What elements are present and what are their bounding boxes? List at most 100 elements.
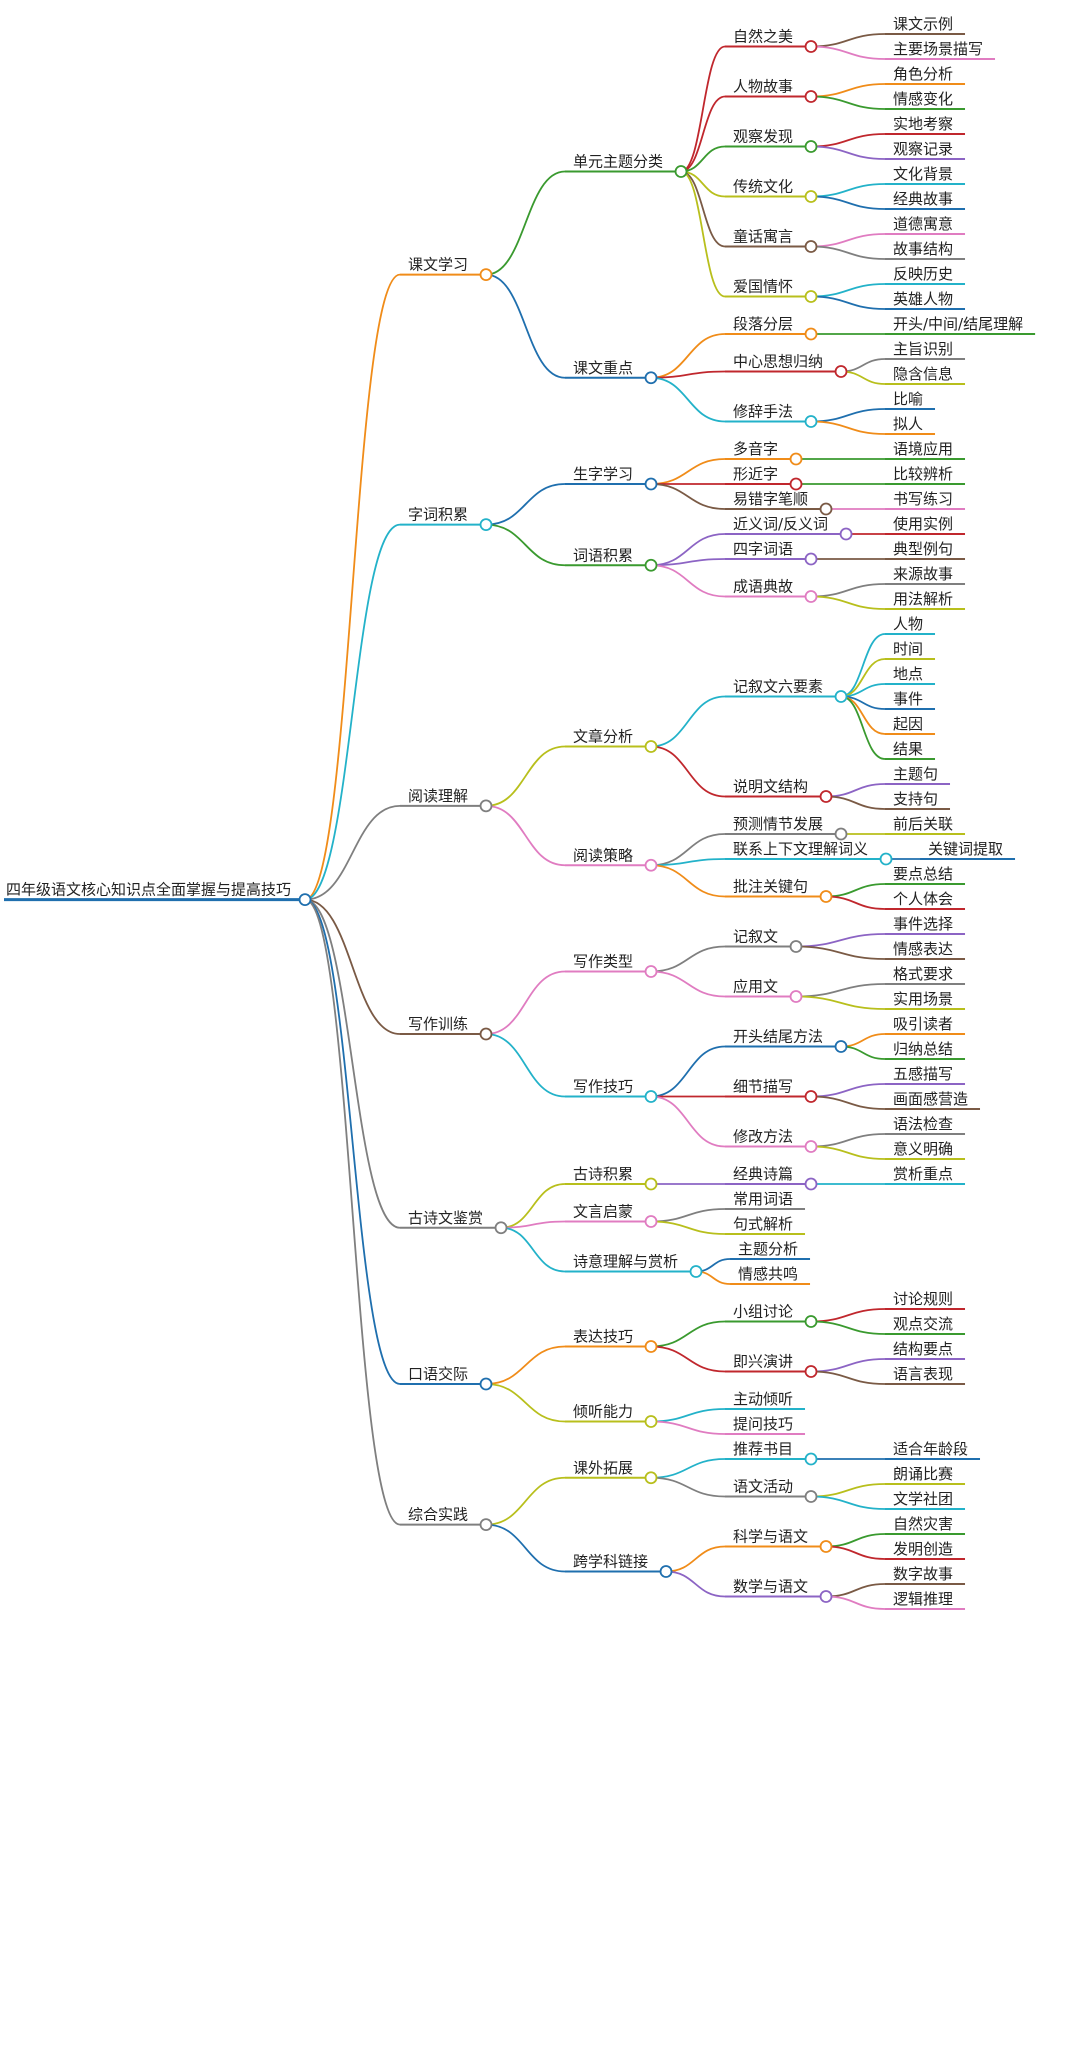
node-label-数学与语文[interactable]: 数学与语文: [733, 1578, 808, 1596]
collapse-toggle-icon[interactable]: [834, 827, 848, 841]
collapse-toggle-icon[interactable]: [789, 990, 803, 1003]
node-label-故事结构[interactable]: 故事结构: [893, 240, 953, 258]
node-label-生字学习[interactable]: 生字学习: [573, 465, 633, 483]
node-label-词语积累[interactable]: 词语积累: [573, 546, 633, 564]
node-label-来源故事[interactable]: 来源故事: [893, 565, 953, 583]
node-label-应用文[interactable]: 应用文: [733, 978, 778, 996]
node-label-记叙文[interactable]: 记叙文: [733, 928, 778, 946]
collapse-toggle-icon[interactable]: [804, 240, 818, 253]
collapse-toggle-icon[interactable]: [819, 502, 833, 516]
collapse-toggle-icon[interactable]: [644, 1415, 658, 1428]
collapse-toggle-icon[interactable]: [479, 1377, 493, 1391]
collapse-toggle-icon[interactable]: [804, 290, 818, 303]
collapse-toggle-icon[interactable]: [644, 558, 658, 572]
node-label-文化背景[interactable]: 文化背景: [893, 165, 953, 183]
node-label-实用场景[interactable]: 实用场景: [893, 990, 953, 1008]
node-label-主动倾听[interactable]: 主动倾听: [733, 1390, 793, 1408]
node-label-多音字[interactable]: 多音字: [733, 440, 778, 458]
node-label-归纳总结[interactable]: 归纳总结: [893, 1040, 953, 1058]
node-label-个人体会[interactable]: 个人体会: [893, 890, 953, 908]
node-label-小组讨论[interactable]: 小组讨论: [733, 1303, 793, 1321]
collapse-toggle-icon[interactable]: [644, 1177, 658, 1191]
node-label-语言表现[interactable]: 语言表现: [893, 1365, 953, 1383]
node-label-地点[interactable]: 地点: [893, 665, 923, 683]
node-label-开头结尾方法[interactable]: 开头结尾方法: [733, 1028, 823, 1046]
node-label-近义词-反义词[interactable]: 近义词/反义词: [733, 515, 828, 533]
collapse-toggle-icon[interactable]: [804, 590, 818, 603]
node-label-发明创造[interactable]: 发明创造: [893, 1540, 953, 1558]
collapse-toggle-icon[interactable]: [789, 477, 803, 491]
node-label-情感变化[interactable]: 情感变化: [893, 90, 953, 108]
node-label-语境应用[interactable]: 语境应用: [893, 440, 953, 458]
node-label-预测情节发展[interactable]: 预测情节发展: [733, 815, 823, 833]
node-label-童话寓言[interactable]: 童话寓言: [733, 228, 793, 246]
collapse-toggle-icon[interactable]: [834, 1040, 848, 1053]
node-label-阅读策略[interactable]: 阅读策略: [573, 846, 633, 864]
collapse-toggle-icon[interactable]: [644, 1471, 658, 1485]
node-label-中心思想归纳[interactable]: 中心思想归纳: [733, 353, 823, 371]
node-label-课外拓展[interactable]: 课外拓展: [573, 1459, 633, 1477]
collapse-toggle-icon[interactable]: [644, 371, 658, 385]
collapse-toggle-icon[interactable]: [879, 852, 893, 866]
node-label-吸引读者[interactable]: 吸引读者: [893, 1015, 953, 1033]
node-label-口语交际[interactable]: 口语交际: [408, 1365, 468, 1383]
collapse-toggle-icon[interactable]: [839, 527, 853, 541]
node-label-单元主题分类[interactable]: 单元主题分类: [573, 153, 663, 171]
collapse-toggle-icon[interactable]: [644, 740, 658, 753]
node-label-反映历史[interactable]: 反映历史: [893, 265, 953, 283]
node-label-赏析重点[interactable]: 赏析重点: [893, 1165, 953, 1183]
collapse-toggle-icon[interactable]: [804, 1090, 818, 1103]
node-label-推荐书目[interactable]: 推荐书目: [733, 1440, 793, 1458]
node-label-细节描写[interactable]: 细节描写: [733, 1078, 793, 1096]
node-label-句式解析[interactable]: 句式解析: [733, 1215, 793, 1233]
node-label-关键词提取[interactable]: 关键词提取: [928, 840, 1003, 858]
node-label-批注关键句[interactable]: 批注关键句: [733, 878, 808, 896]
collapse-toggle-icon[interactable]: [804, 190, 818, 203]
collapse-toggle-icon[interactable]: [789, 940, 803, 953]
node-label-观点交流[interactable]: 观点交流: [893, 1315, 953, 1333]
node-label-成语典故[interactable]: 成语典故: [733, 578, 793, 596]
node-label-跨学科链接[interactable]: 跨学科链接: [573, 1553, 648, 1571]
node-label-古诗积累[interactable]: 古诗积累: [573, 1165, 633, 1183]
node-label-课文示例[interactable]: 课文示例: [893, 15, 953, 33]
collapse-toggle-icon[interactable]: [804, 1365, 818, 1378]
node-label-写作训练[interactable]: 写作训练: [408, 1015, 468, 1033]
node-label-记叙文六要素[interactable]: 记叙文六要素: [733, 678, 823, 696]
collapse-toggle-icon[interactable]: [644, 1215, 658, 1228]
node-label-数字故事[interactable]: 数字故事: [893, 1565, 953, 1583]
node-label-用法解析[interactable]: 用法解析: [893, 590, 953, 608]
node-label-表达技巧[interactable]: 表达技巧: [573, 1328, 633, 1346]
collapse-toggle-icon[interactable]: [804, 415, 818, 428]
collapse-toggle-icon[interactable]: [479, 518, 493, 532]
node-label-人物[interactable]: 人物: [893, 615, 923, 633]
collapse-toggle-icon[interactable]: [644, 858, 658, 872]
node-label-联系上下文理解词义[interactable]: 联系上下文理解词义: [733, 840, 868, 858]
node-label-时间[interactable]: 时间: [893, 640, 923, 658]
node-label-段落分层[interactable]: 段落分层: [733, 315, 793, 333]
collapse-toggle-icon[interactable]: [804, 40, 818, 53]
node-label-字词积累[interactable]: 字词积累: [408, 506, 468, 524]
node-label-适合年龄段[interactable]: 适合年龄段: [893, 1440, 968, 1458]
collapse-toggle-icon[interactable]: [804, 552, 818, 566]
node-label-自然之美[interactable]: 自然之美: [733, 28, 793, 46]
node-label-古诗文鉴赏[interactable]: 古诗文鉴赏: [408, 1209, 483, 1227]
node-label-四字词语[interactable]: 四字词语: [733, 540, 793, 558]
node-label-语法检查[interactable]: 语法检查: [893, 1115, 953, 1133]
node-label-要点总结[interactable]: 要点总结: [893, 865, 953, 883]
node-label-主旨识别[interactable]: 主旨识别: [893, 340, 953, 358]
collapse-toggle-icon[interactable]: [644, 477, 658, 491]
node-label-拟人[interactable]: 拟人: [893, 415, 923, 433]
node-label-逻辑推理[interactable]: 逻辑推理: [893, 1590, 953, 1608]
node-label-修改方法[interactable]: 修改方法: [733, 1128, 793, 1146]
node-label-课文学习[interactable]: 课文学习: [408, 256, 468, 274]
collapse-toggle-icon[interactable]: [804, 140, 818, 153]
node-label-科学与语文[interactable]: 科学与语文: [733, 1528, 808, 1546]
node-label-使用实例[interactable]: 使用实例: [893, 515, 953, 533]
node-label-阅读理解[interactable]: 阅读理解: [408, 787, 468, 805]
node-label-意义明确[interactable]: 意义明确: [893, 1140, 953, 1158]
node-label-修辞手法[interactable]: 修辞手法: [733, 403, 793, 421]
collapse-toggle-icon[interactable]: [804, 90, 818, 103]
node-label-情感共鸣[interactable]: 情感共鸣: [738, 1265, 798, 1283]
node-label-道德寓意[interactable]: 道德寓意: [893, 215, 953, 233]
node-label-自然灾害[interactable]: 自然灾害: [893, 1515, 953, 1533]
